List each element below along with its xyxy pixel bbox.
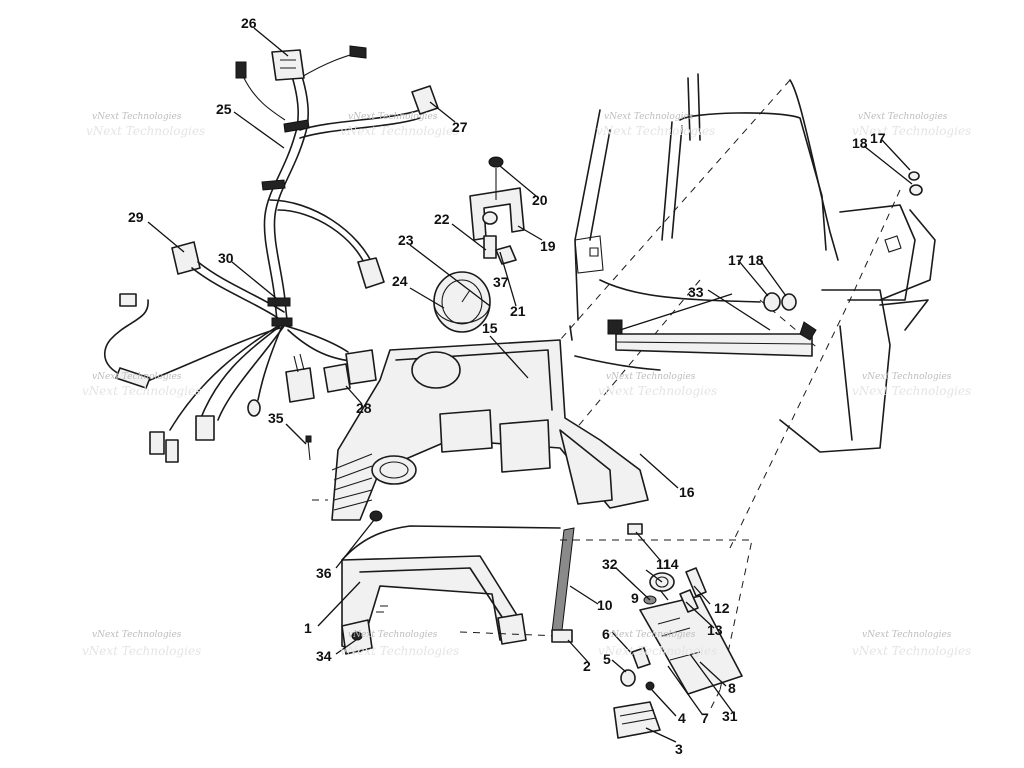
callout-6: 6 [602, 626, 610, 642]
callout-9: 9 [631, 590, 639, 606]
callout-17-top: 17 [870, 130, 886, 146]
callout-29: 29 [128, 209, 144, 225]
callout-27: 27 [452, 119, 468, 135]
callout-25: 25 [216, 101, 232, 117]
callout-24: 24 [392, 273, 408, 289]
callout-26: 26 [241, 15, 257, 31]
callout-18-right: 18 [748, 252, 764, 268]
callout-10: 10 [597, 597, 613, 613]
callout-23: 23 [398, 232, 414, 248]
console-panel [312, 339, 753, 711]
callout-37: 37 [493, 274, 509, 290]
callout-16: 16 [679, 484, 695, 500]
callout-4: 4 [678, 710, 686, 726]
leader-lines [147, 27, 913, 743]
callout-20: 20 [532, 192, 548, 208]
callout-21: 21 [510, 303, 526, 319]
callout-34: 34 [316, 648, 332, 664]
callout-28: 28 [356, 400, 372, 416]
callout-19: 19 [540, 238, 556, 254]
callout-13: 13 [707, 622, 723, 638]
wiring-harness [104, 45, 439, 463]
callout-1: 1 [304, 620, 312, 636]
callout-7: 7 [701, 710, 709, 726]
callout-17-right: 17 [728, 252, 744, 268]
callout-8: 8 [728, 680, 736, 696]
callout-3: 3 [675, 741, 683, 757]
callout-36: 36 [316, 565, 332, 581]
callout-18-top: 18 [852, 135, 868, 151]
callout-30: 30 [218, 250, 234, 266]
callout-22: 22 [434, 211, 450, 227]
callout-12: 12 [714, 600, 730, 616]
callout-14: 14 [663, 556, 679, 572]
callout-5: 5 [603, 651, 611, 667]
callout-35: 35 [268, 410, 284, 426]
callout-32: 32 [602, 556, 618, 572]
callout-11: 11 [656, 556, 671, 572]
callout-2: 2 [583, 658, 591, 674]
callout-33: 33 [688, 284, 704, 300]
callout-15: 15 [482, 320, 498, 336]
callout-31: 31 [722, 708, 738, 724]
